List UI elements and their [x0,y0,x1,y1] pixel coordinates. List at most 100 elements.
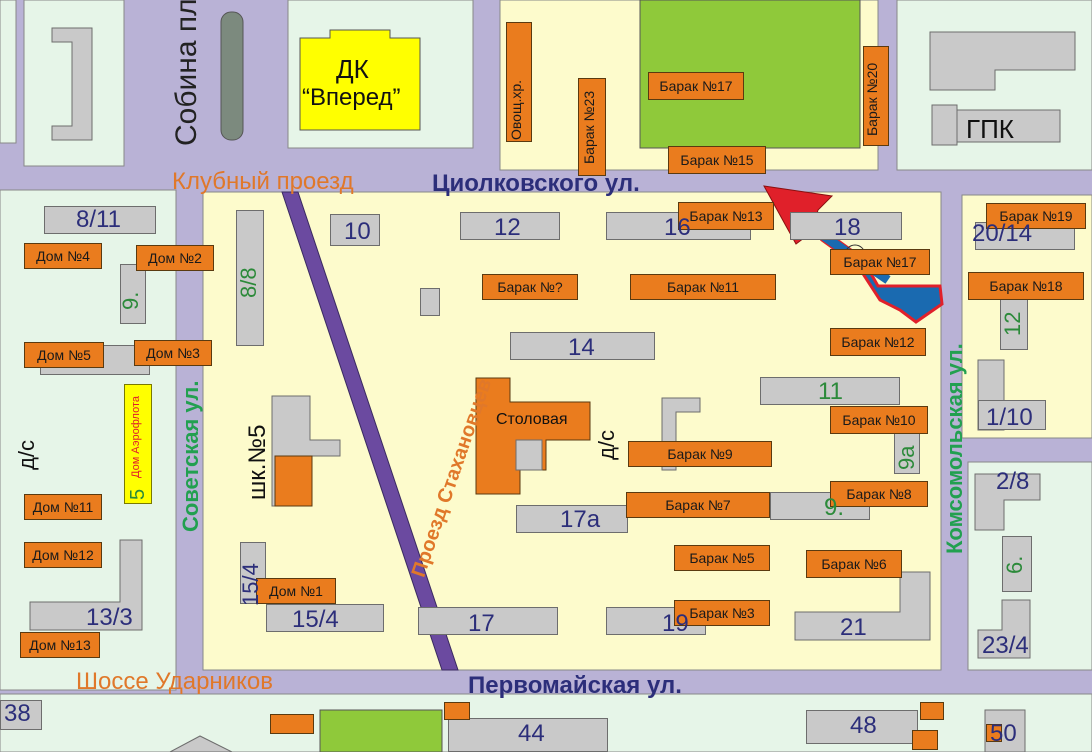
num-48: 48 [850,712,877,739]
num-21: 21 [840,614,867,641]
building-18 [790,212,902,240]
num-50: 50 [990,720,1017,747]
house-1: Дом №1 [256,578,336,604]
building-12 [460,212,560,240]
stolovaya-building [475,377,591,495]
building-8-11 [44,206,156,234]
building-48 [806,710,918,744]
sobina-monument [220,11,244,141]
barrack-6: Барак №6 [806,550,902,578]
building-11 [760,377,900,405]
house-11: Дом №11 [24,494,102,520]
dk-vpered-building [299,29,421,131]
barrack-17-top: Барак №17 [648,72,744,100]
num-9-right: 9. [824,494,845,521]
barrack-south-d [912,730,938,750]
building-13-3 [29,539,143,631]
building-gpk-top [929,31,1076,91]
park-south [319,709,443,752]
num-16: 16 [664,214,691,241]
num-12: 12 [494,214,521,241]
barrack-10: Барак №10 [830,406,928,434]
house-5: Дом №5 [24,342,104,368]
school-orange [274,455,313,507]
num-17: 17 [468,610,495,637]
street-tsiolkovskogo: Циолковского ул. [432,170,640,197]
num-12-right: 12 [1000,311,1025,336]
house-13: Дом №13 [20,632,100,658]
barrack-18: Барак №18 [968,272,1084,300]
barrack-20-label: Барак №20 [864,62,880,136]
street-pervomayskaya: Первомайская ул. [468,672,682,699]
barrack-19: Барак №19 [986,203,1086,229]
num-18: 18 [834,214,861,241]
house-3: Дом №3 [134,340,212,366]
barrack-11: Барак №11 [630,274,776,300]
num-44: 44 [518,720,545,747]
barrack-south-c [920,702,944,720]
building-15-4-a [240,542,266,604]
num-13-3: 13/3 [86,604,133,631]
dk-subtitle: “Вперед” [302,84,401,111]
building-1-10-b [978,400,1046,430]
num-17a: 17а [560,506,601,533]
num-23-4: 23/4 [982,632,1029,659]
num-8-8: 8/8 [236,267,261,298]
stakhanovtsev-road [281,191,459,671]
building-6 [1002,536,1032,592]
building-gpk-side [931,104,958,146]
num-2-8: 2/8 [996,468,1030,495]
building-14 [510,332,655,360]
stolovaya-annex [515,439,543,471]
dk-title: ДК [336,54,369,84]
barrack-17-right: Барак №17 [830,249,930,275]
barrack-13: Барак №13 [678,202,774,230]
house-12: Дом №12 [24,542,102,568]
ovosch-label: Овощ.хр. [508,79,524,140]
kindergarten-mid: д/с [594,430,619,460]
building-38 [0,700,42,730]
building-2-8 [974,473,1041,531]
num-6: 6. [1002,555,1027,574]
building-8-8 [236,210,264,346]
num-9-left: 9. [118,291,143,310]
street-komsomolskaya: Комсомольская ул. [942,343,967,554]
num-9a: 9а [894,445,919,470]
building-50 [984,709,1026,752]
num-38: 38 [4,700,31,727]
barrack-15: Барак №15 [668,146,766,174]
ovosch-box [506,22,532,142]
building-17 [418,607,558,635]
num-11: 11 [818,378,843,405]
barrack-5: Барак №5 [674,545,770,571]
kindergarten-left: д/с [14,440,39,470]
num-19: 19 [662,610,689,637]
gpk-label: ГПК [966,114,1014,144]
barrack-9: Барак №9 [628,441,772,467]
barrack-south-b [444,702,470,720]
block-far-left-top [0,0,17,144]
barrack-8: Барак №8 [830,481,928,507]
building-small [420,288,440,316]
house-2: Дом №2 [136,245,214,271]
num-8-11: 8/11 [76,206,121,233]
stolovaya-label: Столовая [496,411,568,428]
building-south-left [169,735,233,752]
street-sovetskaya: Советская ул. [178,380,203,532]
aeroflot-label: Дом Аэрофлота [130,396,142,478]
building-top-left [51,27,93,141]
building-17a [516,505,628,533]
num-15-4: 15/4 [292,606,339,633]
num-14: 14 [568,334,595,361]
num-20-14: 20/14 [972,220,1033,247]
barrack-3: Барак №3 [674,600,770,626]
street-udarnikov: Шоссе Ударников [76,668,273,695]
barrack-7: Барак №7 [626,492,770,518]
aeroflot-number: 5 [127,488,149,500]
barrack-23-box [578,78,606,176]
street-klubny: Клубный проезд [172,168,354,195]
num-1-10: 1/10 [986,404,1033,431]
aeroflot-building [124,384,152,504]
barrack-south-e [986,724,1002,742]
